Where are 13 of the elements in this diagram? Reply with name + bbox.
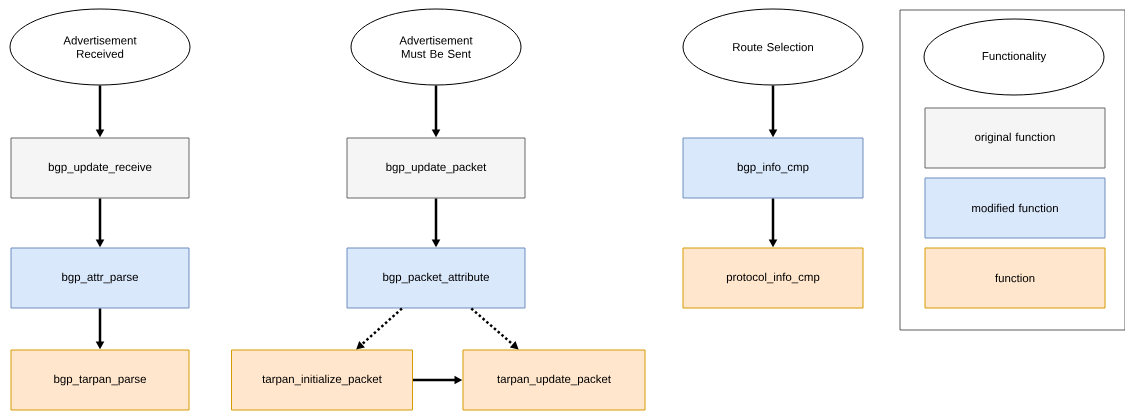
function-box: tarpan_update_packet — [462, 349, 646, 411]
function-box: bgp_update_receive — [10, 137, 190, 199]
legend-box: modified function — [924, 177, 1106, 239]
legend-box: original function — [924, 107, 1106, 169]
legend-box: function — [924, 247, 1106, 309]
function-box: bgp_update_packet — [346, 137, 526, 199]
function-box: bgp_packet_attribute — [346, 247, 526, 309]
arrow — [470, 307, 519, 350]
function-box: tarpan_initialize_packet — [231, 349, 413, 411]
function-box: protocol_info_cmp — [682, 247, 864, 309]
function-box: bgp_tarpan_parse — [10, 349, 190, 411]
function-box: bgp_info_cmp — [682, 137, 864, 199]
function-box: bgp_attr_parse — [10, 247, 190, 309]
